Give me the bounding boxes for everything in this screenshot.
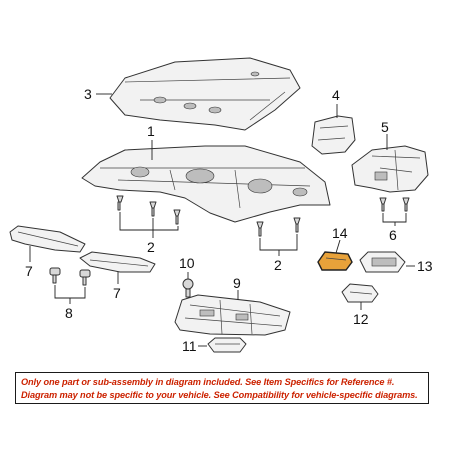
callout-10: 10 — [179, 255, 195, 271]
clips-group-2a — [116, 195, 181, 238]
clips-group-6 — [379, 197, 410, 226]
disclaimer-box: Only one part or sub-assembly in diagram… — [15, 372, 429, 404]
clip — [49, 267, 61, 284]
callout-13: 13 — [417, 258, 433, 274]
callout-2a: 2 — [147, 239, 155, 255]
part-13-dome-lamp — [359, 251, 406, 273]
clip — [116, 195, 124, 211]
callout-3: 3 — [84, 86, 92, 102]
clip — [79, 269, 91, 286]
callout-2b: 2 — [274, 257, 282, 273]
parts-diagram: 3 1 2 2 4 5 6 — [9, 57, 433, 354]
callout-12: 12 — [353, 311, 369, 327]
part-14-lens-highlighted — [317, 251, 353, 271]
part-1-headliner-main — [81, 145, 331, 223]
part-7-sun-visor-right — [79, 251, 156, 273]
disclaimer-line-1: Only one part or sub-assembly in diagram… — [21, 377, 395, 387]
callout-4: 4 — [332, 87, 340, 103]
callout-8: 8 — [65, 305, 73, 321]
clip — [149, 201, 157, 217]
callout-9: 9 — [233, 275, 241, 291]
part-12-map-lamp — [341, 283, 379, 303]
part-7-sun-visor-left — [9, 225, 86, 253]
callout-1: 1 — [147, 123, 155, 139]
clips-group-2b — [256, 217, 301, 256]
callout-14: 14 — [332, 225, 348, 241]
clip — [379, 197, 387, 212]
part-5-overhead-console — [351, 145, 429, 193]
callout-5: 5 — [381, 119, 389, 135]
callout-7a: 7 — [25, 263, 33, 279]
part-11-lamp — [207, 337, 247, 353]
part-4-bracket — [311, 115, 356, 155]
clip — [256, 221, 264, 237]
part-3-headliner-upper — [109, 57, 301, 131]
leader-14 — [335, 239, 341, 254]
callout-6: 6 — [389, 227, 397, 243]
clip — [402, 197, 410, 212]
clip — [293, 217, 301, 233]
part-9-console-tray — [174, 294, 291, 336]
disclaimer-line-2: Diagram may not be specific to your vehi… — [21, 389, 418, 400]
clip — [173, 209, 181, 225]
callout-7b: 7 — [113, 285, 121, 301]
callout-11: 11 — [182, 338, 197, 354]
clips-group-8 — [49, 267, 91, 304]
part-10-screw — [182, 278, 194, 298]
